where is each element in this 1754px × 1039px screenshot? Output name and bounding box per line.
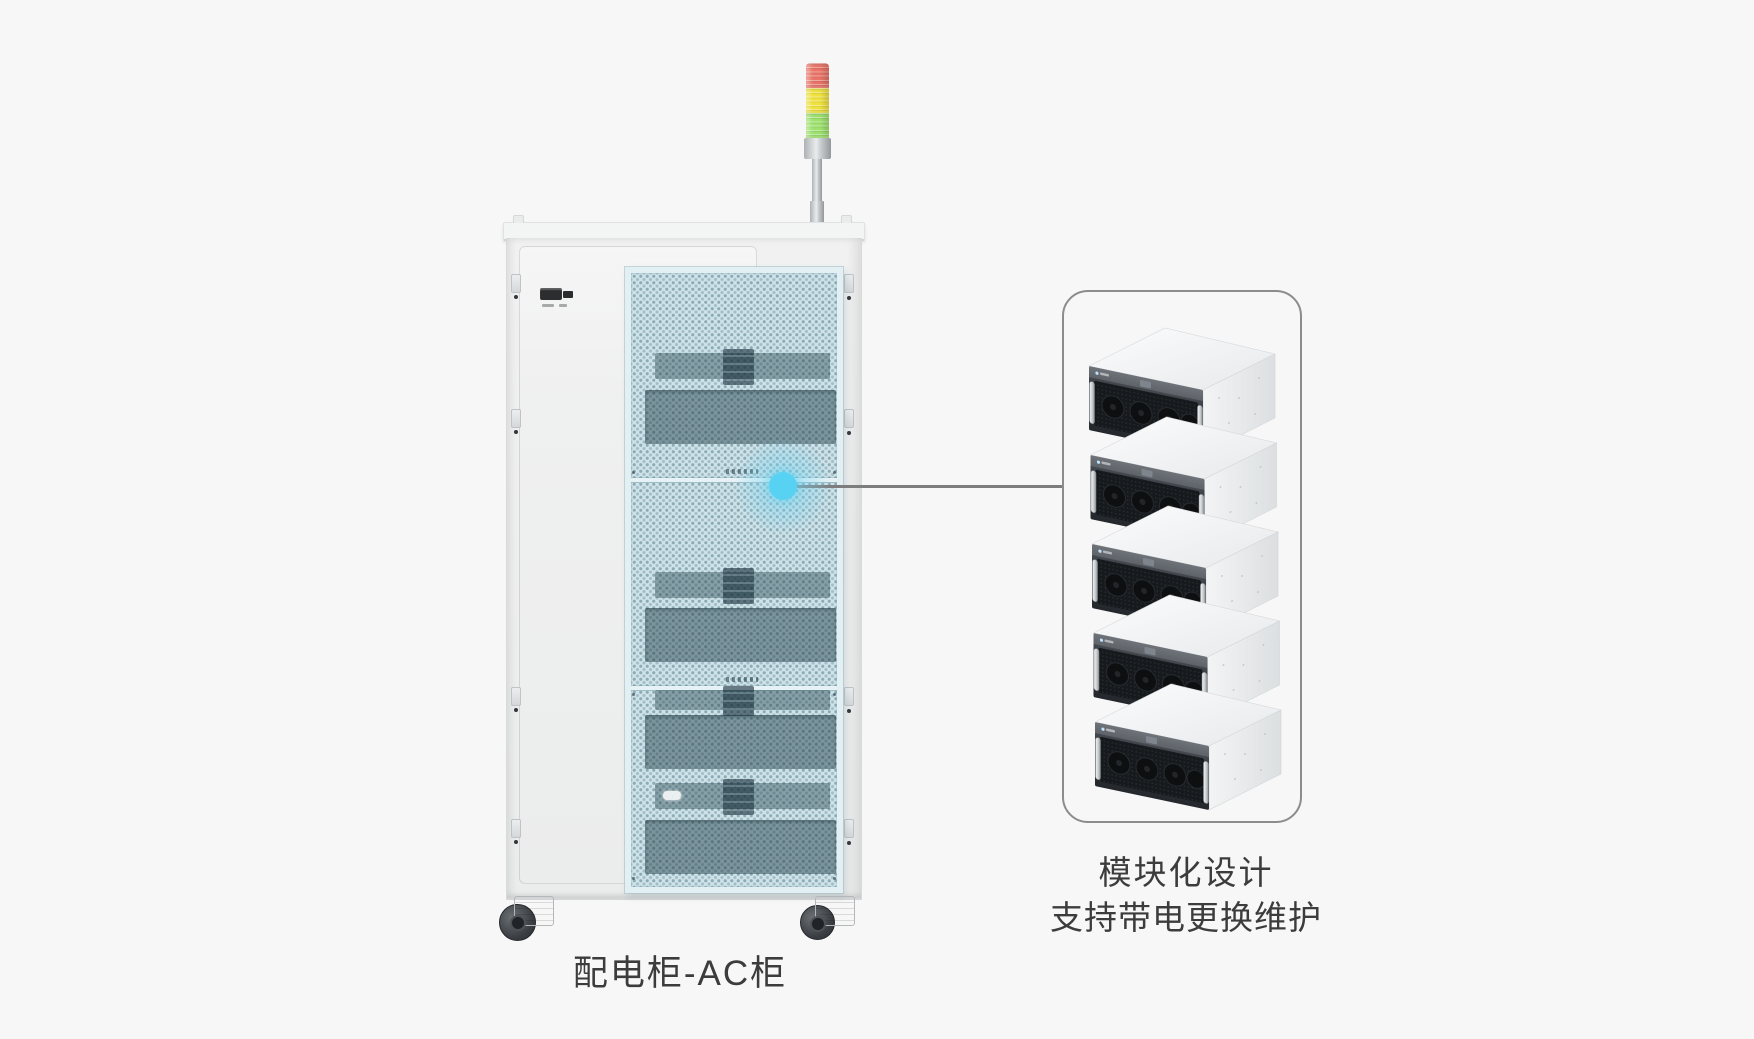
tower-pole-coupler (810, 201, 824, 223)
breaker-switch-nub (563, 291, 573, 298)
breaker-switch (540, 288, 562, 300)
hinge (511, 274, 521, 293)
mesh-screw (632, 693, 635, 696)
hinge (511, 687, 521, 706)
mesh-screw (833, 693, 836, 696)
switch-label-mark (542, 304, 554, 307)
screw (514, 840, 518, 844)
tower-red-light (806, 63, 829, 88)
signal-tower-light (806, 63, 829, 138)
screw (514, 295, 518, 299)
vent-center-block (723, 349, 754, 385)
server-stack (1088, 327, 1282, 811)
vent-band (645, 390, 836, 444)
callout-caption: 模块化设计 支持带电更换维护 (1005, 851, 1367, 940)
mesh-screw (833, 471, 836, 474)
screw (514, 430, 518, 434)
hinge (844, 409, 854, 428)
mesh-screw (632, 471, 635, 474)
hinge (511, 409, 521, 428)
mesh-screw (632, 877, 635, 880)
screw (847, 709, 851, 713)
switch-label-mark (559, 304, 567, 307)
vent-center-block (723, 568, 754, 604)
callout-connector-line (783, 485, 1062, 488)
hinge (844, 687, 854, 706)
caster-hub (510, 915, 526, 931)
hotspot-glow-dot (769, 472, 797, 500)
vent-band (645, 820, 836, 874)
caster-hub (810, 916, 826, 932)
hinge (844, 274, 854, 293)
vent-band (645, 608, 836, 662)
cabinet-cap-tab-right (841, 215, 852, 223)
screw (847, 841, 851, 845)
tower-base (804, 138, 831, 159)
screw (847, 296, 851, 300)
hinge (844, 819, 854, 838)
screw (847, 431, 851, 435)
mesh-screw (833, 877, 836, 880)
callout-title: 模块化设计 (1098, 854, 1274, 891)
panel-logo-mark (663, 791, 681, 800)
hinge (511, 819, 521, 838)
tower-pole (812, 159, 822, 203)
seam-vent-holes (726, 677, 758, 682)
screw (514, 708, 518, 712)
cabinet-cap-tab-left (513, 215, 524, 223)
mesh-door-panel (625, 267, 843, 893)
callout-box (1062, 290, 1302, 823)
tower-green-light (806, 113, 829, 138)
tower-yellow-light (806, 88, 829, 113)
callout-subtitle: 支持带电更换维护 (1050, 899, 1322, 936)
vent-center-block (723, 779, 754, 815)
vent-center-block (723, 686, 754, 716)
vent-band (645, 715, 836, 769)
cabinet-label: 配电柜-AC柜 (572, 954, 788, 993)
